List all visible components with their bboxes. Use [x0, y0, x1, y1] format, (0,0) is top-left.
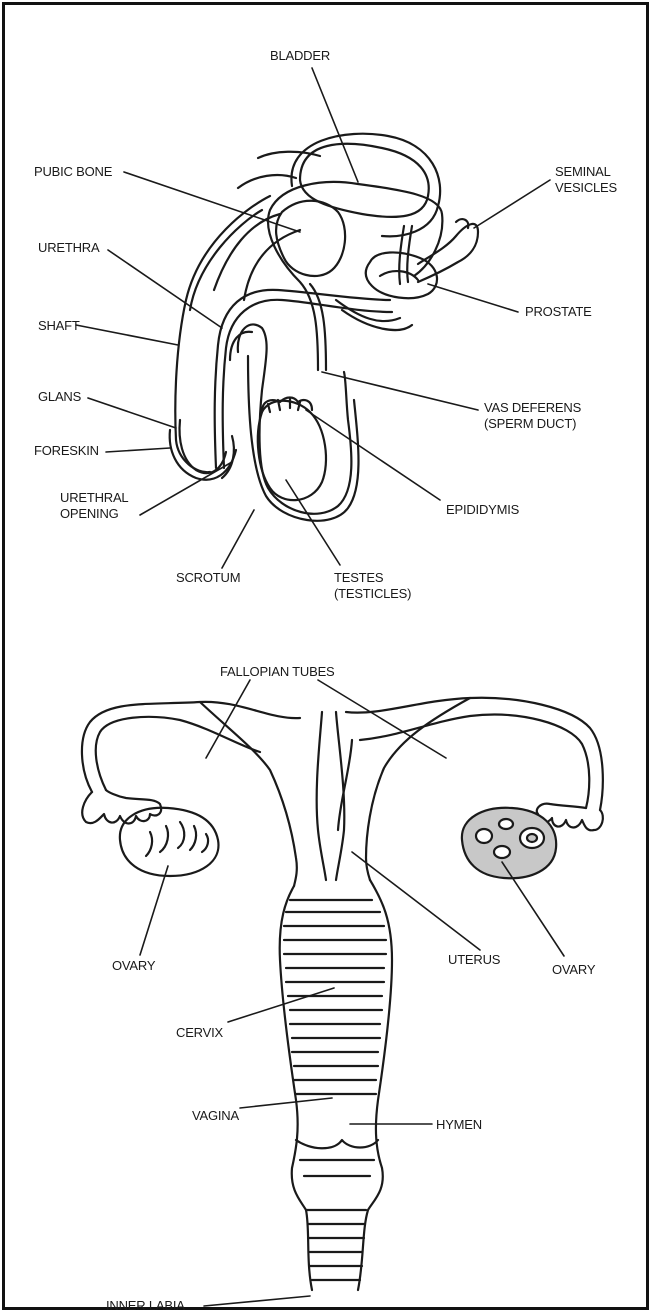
label-vas-deferens-line2: (SPERM DUCT): [484, 416, 581, 432]
label-ovary-right: OVARY: [552, 962, 595, 978]
vas-deferens-loop: [268, 182, 442, 370]
label-bladder: BLADDER: [270, 48, 330, 64]
fimbriae-left: [82, 790, 161, 824]
label-testes-line1: TESTES: [334, 570, 411, 586]
label-seminal-vesicles: SEMINAL VESICLES: [555, 164, 617, 196]
vagina-wall-left: [280, 886, 312, 1290]
vagina-wall-right: [358, 880, 392, 1290]
glans-shape: [180, 420, 226, 473]
label-seminal-vesicles-line1: SEMINAL: [555, 164, 617, 180]
label-pubic-bone: PUBIC BONE: [34, 164, 112, 180]
hymen-shape: [296, 1140, 378, 1148]
label-scrotum: SCROTUM: [176, 570, 240, 586]
uterus-cavity-left: [317, 712, 326, 880]
female-anatomy: [82, 698, 603, 1290]
label-seminal-vesicles-line2: VESICLES: [555, 180, 617, 196]
fallopian-tube-left-inner: [96, 717, 260, 790]
male-anatomy: [170, 134, 478, 521]
label-urethra: URETHRA: [38, 240, 99, 256]
vaginal-rugae: [284, 900, 386, 1280]
label-fallopian-tubes: FALLOPIAN TUBES: [220, 664, 335, 680]
label-urethral-opening-line1: URETHRAL: [60, 490, 128, 506]
label-vas-deferens: VAS DEFERENS (SPERM DUCT): [484, 400, 581, 432]
label-cervix: CERVIX: [176, 1025, 223, 1041]
fallopian-tube-left: [82, 702, 300, 792]
label-vagina: VAGINA: [192, 1108, 239, 1124]
fallopian-tube-right-inner: [360, 715, 589, 808]
label-epididymis: EPIDIDYMIS: [446, 502, 519, 518]
label-testes-line2: (TESTICLES): [334, 586, 411, 602]
label-foreskin: FORESKIN: [34, 443, 99, 459]
label-urethral-opening: URETHRAL OPENING: [60, 490, 128, 522]
label-ovary-left: OVARY: [112, 958, 155, 974]
label-prostate: PROSTATE: [525, 304, 592, 320]
uterus-outer-right: [366, 698, 470, 880]
label-inner-labia: INNER LABIA: [106, 1298, 185, 1314]
label-shaft: SHAFT: [38, 318, 80, 334]
seminal-vesicle-shape: [418, 224, 478, 282]
scrotum-outer: [238, 324, 352, 513]
label-hymen: HYMEN: [436, 1117, 482, 1133]
label-glans: GLANS: [38, 389, 81, 405]
female-leader-lines: [140, 680, 564, 1306]
abdomen-line-2: [238, 175, 296, 188]
label-vas-deferens-line1: VAS DEFERENS: [484, 400, 581, 416]
label-urethral-opening-line2: OPENING: [60, 506, 128, 522]
label-testes: TESTES (TESTICLES): [334, 570, 411, 602]
label-uterus: UTERUS: [448, 952, 500, 968]
